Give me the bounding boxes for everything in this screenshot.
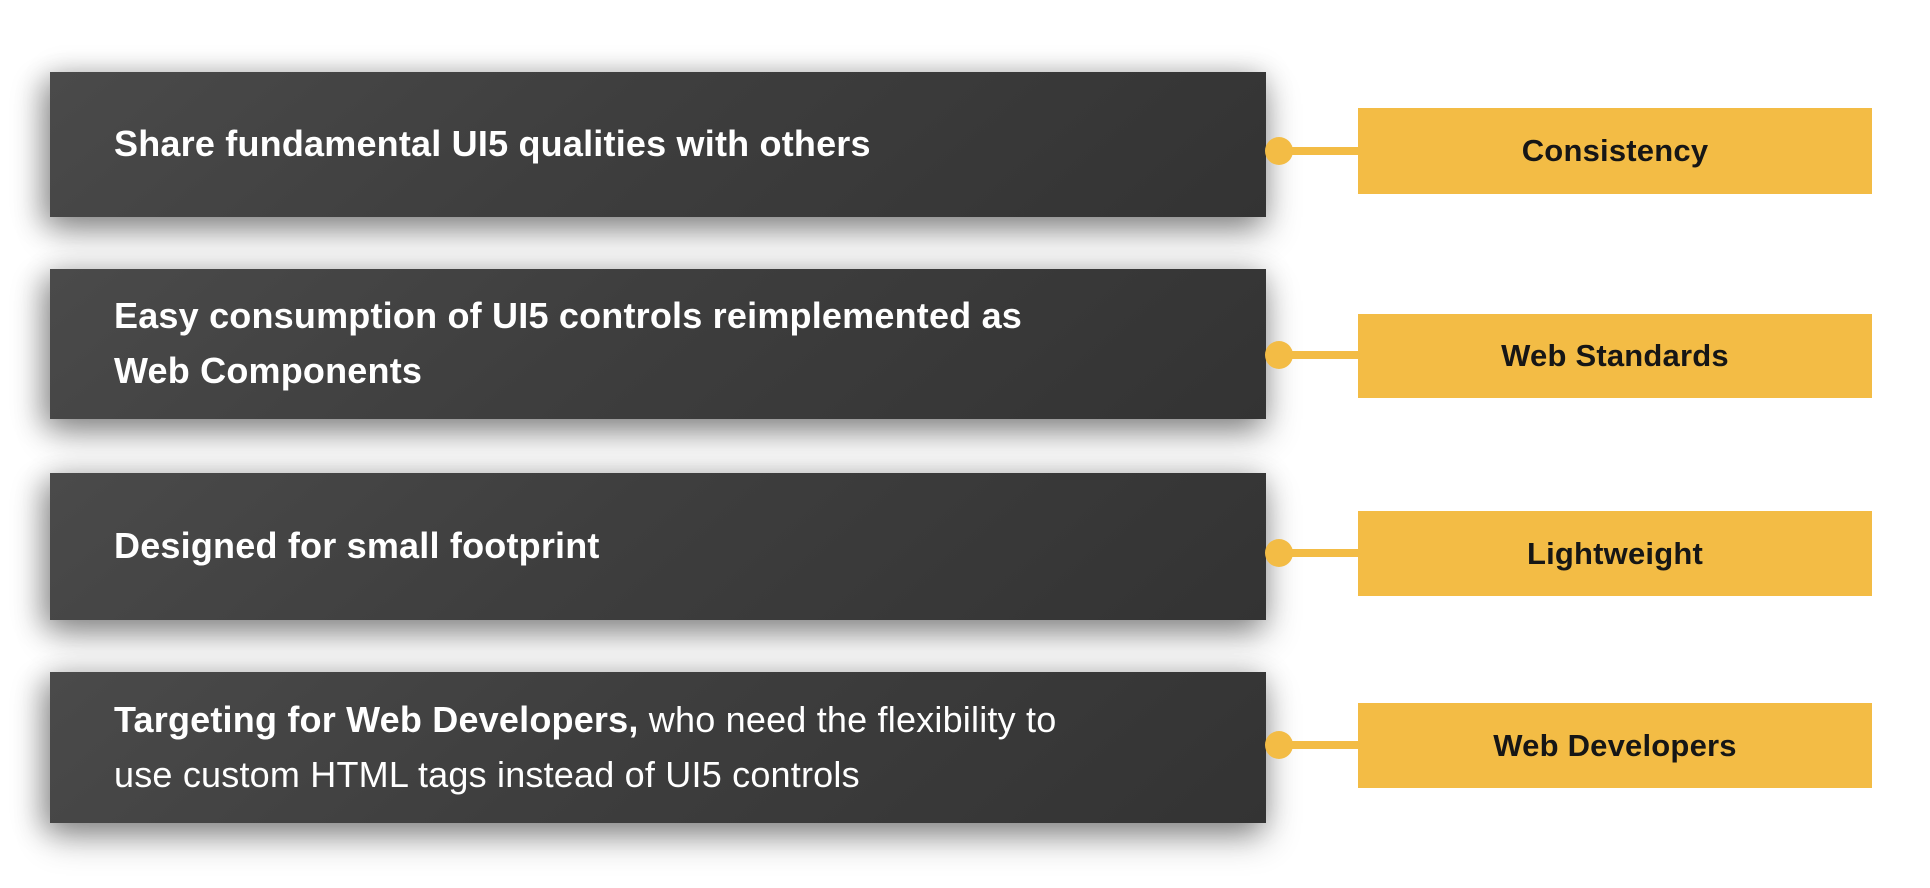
connector-line <box>1278 147 1360 155</box>
feature-text-bold: Designed for small footprint <box>114 525 600 567</box>
quality-label-box: Web Developers <box>1358 703 1872 788</box>
connector-line <box>1278 741 1360 749</box>
feature-box: Designed for small footprint <box>50 473 1266 620</box>
feature-text: Easy consumption of UI5 controls reimple… <box>114 289 1022 398</box>
feature-text: Targeting for Web Developers, who need t… <box>114 693 1056 802</box>
connector-dot <box>1265 539 1293 567</box>
connector-line <box>1278 351 1360 359</box>
feature-box: Easy consumption of UI5 controls reimple… <box>50 269 1266 419</box>
connector-dot <box>1265 341 1293 369</box>
quality-label-box: Lightweight <box>1358 511 1872 596</box>
quality-label: Consistency <box>1521 133 1709 168</box>
quality-label: Web Developers <box>1493 727 1737 763</box>
feature-text-regular: who need the flexibility to use custom H… <box>114 698 1057 795</box>
feature-text-bold: Share fundamental UI5 qualities with oth… <box>114 123 871 165</box>
feature-text-bold: Easy consumption of UI5 controls reimple… <box>114 295 1023 391</box>
quality-label-box: Consistency <box>1358 108 1872 194</box>
feature-text: Share fundamental UI5 qualities with oth… <box>114 117 871 172</box>
quality-label: Web Standards <box>1501 338 1729 373</box>
connector-dot <box>1265 137 1293 165</box>
feature-text-bold: Targeting for Web Developers, <box>114 698 639 740</box>
connector-dot <box>1265 731 1293 759</box>
connector-line <box>1278 549 1360 557</box>
quality-label: Lightweight <box>1526 535 1704 571</box>
feature-text: Designed for small footprint <box>114 519 600 574</box>
feature-box: Share fundamental UI5 qualities with oth… <box>50 72 1266 217</box>
feature-box: Targeting for Web Developers, who need t… <box>50 672 1266 823</box>
quality-label-box: Web Standards <box>1358 314 1872 398</box>
